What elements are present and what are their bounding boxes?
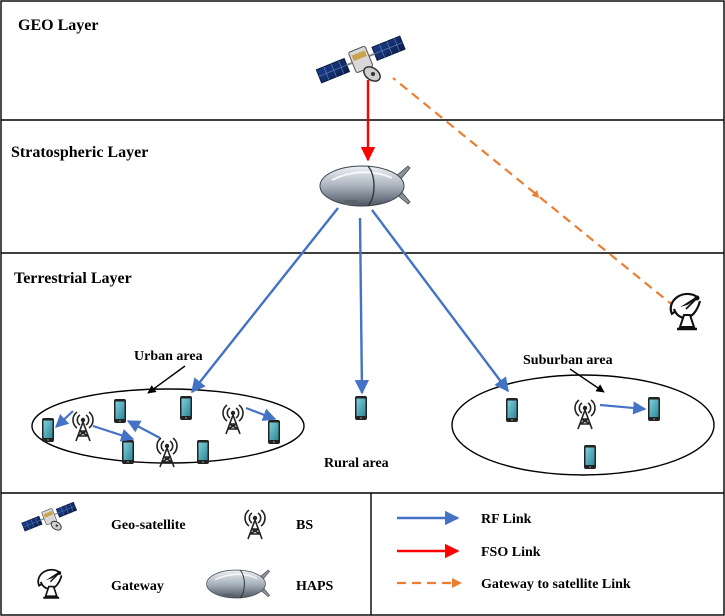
geo-layer-title: GEO Layer <box>18 17 98 34</box>
legend-gateway-icon <box>35 567 63 599</box>
gateway-to-satellite-link <box>392 77 676 308</box>
suburban-area-ellipse <box>451 374 715 476</box>
urban-phone-icon <box>42 418 54 442</box>
urban-rf-link <box>55 410 74 428</box>
urban-bs-icon <box>222 404 244 435</box>
legend-gateway-label: Gateway <box>111 579 164 594</box>
suburban-rf-link <box>599 401 647 415</box>
legend-fso-label: FSO Link <box>481 545 541 560</box>
suburban-phone-icon <box>648 397 660 421</box>
urban-rf-link <box>245 406 277 421</box>
suburban-phone-icon <box>506 398 518 422</box>
rf-link-rural <box>354 217 370 395</box>
urban-phone-icon <box>197 440 209 464</box>
urban-phone-icon <box>122 440 134 464</box>
rural-area-label: Rural area <box>324 456 389 471</box>
suburban-bs-icon <box>574 399 596 430</box>
legend-rf-label: RF Link <box>481 512 532 527</box>
stratospheric-layer-title: Stratospheric Layer <box>11 144 148 161</box>
urban-rf-link <box>126 420 161 439</box>
rf-link-suburban <box>371 209 509 393</box>
suburban-area-pointer <box>569 368 605 393</box>
legend-satellite-icon <box>20 499 79 535</box>
legend-gateway-link-arrow <box>452 578 462 588</box>
urban-area-label: Urban area <box>134 349 203 364</box>
legend-haps-label: HAPS <box>296 579 334 594</box>
urban-area-pointer <box>147 365 186 394</box>
rf-link-urban <box>191 207 339 394</box>
legend-bs-icon <box>244 509 266 540</box>
terrestrial-layer-title: Terrestrial Layer <box>14 270 132 287</box>
legend-gateway-link-label: Gateway to satellite Link <box>481 577 631 592</box>
urban-rf-link <box>92 424 135 442</box>
legend-haps-icon <box>205 569 271 599</box>
rural-phone-icon <box>355 396 367 420</box>
urban-area-ellipse <box>31 388 305 464</box>
haps-airship-icon <box>319 165 411 207</box>
legend-bs-label: BS <box>296 518 313 533</box>
urban-phone-icon <box>114 399 126 423</box>
urban-bs-icon <box>72 411 94 442</box>
suburban-phone-icon <box>584 445 596 469</box>
urban-phone-icon <box>180 396 192 420</box>
urban-phone-icon <box>268 420 280 444</box>
legend-geo-satellite-label: Geo-satellite <box>111 518 186 533</box>
gateway-dish-icon <box>667 290 702 331</box>
gateway-link-arrow <box>531 190 540 198</box>
suburban-area-label: Suburban area <box>523 353 613 368</box>
